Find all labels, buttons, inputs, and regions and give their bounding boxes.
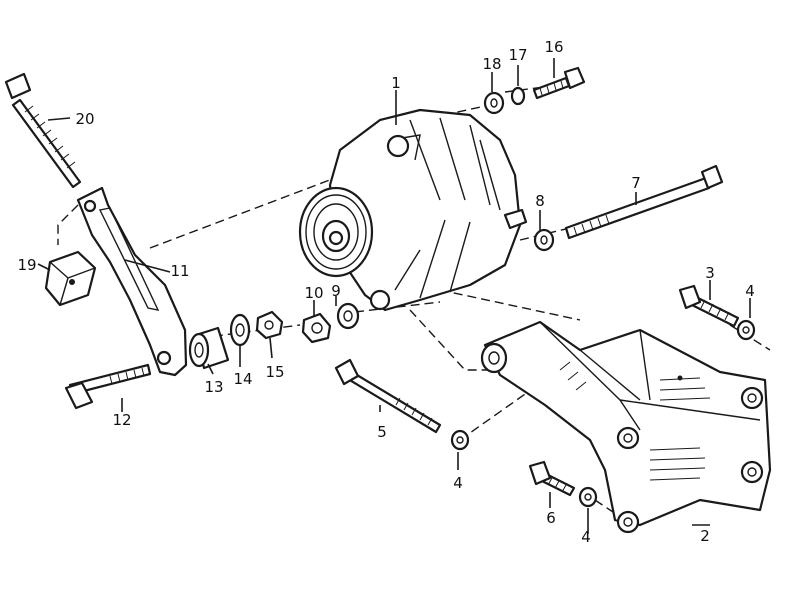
label-13: 13 — [204, 378, 223, 396]
label-17: 17 — [508, 46, 527, 64]
washer-18 — [483, 91, 505, 115]
bolt-3 — [678, 284, 740, 328]
washer-4-middle — [450, 429, 470, 451]
washer-4-top — [736, 319, 756, 341]
bolt-5 — [334, 358, 442, 434]
leader-lines — [37, 58, 751, 534]
label-4-middle: 4 — [453, 474, 463, 492]
label-5: 5 — [377, 423, 387, 441]
lock-washer-17 — [510, 86, 526, 106]
mounting-bracket-2 — [480, 320, 772, 534]
bolt-12 — [64, 363, 152, 410]
bolt-16 — [532, 66, 586, 100]
callout-labels: 1 2 3 4 4 4 5 6 7 8 9 10 11 12 13 14 15 … — [17, 38, 754, 546]
label-18: 18 — [482, 55, 501, 73]
label-9: 9 — [331, 282, 341, 300]
nut-10 — [301, 312, 332, 344]
label-8: 8 — [535, 192, 545, 210]
label-19: 19 — [17, 256, 36, 274]
label-4-top: 4 — [745, 282, 755, 300]
label-11: 11 — [170, 262, 189, 280]
label-7: 7 — [631, 174, 641, 192]
nut-15 — [255, 310, 284, 340]
label-14: 14 — [233, 370, 252, 388]
label-16: 16 — [544, 38, 563, 56]
label-2: 2 — [700, 527, 710, 545]
label-20: 20 — [75, 110, 94, 128]
label-4-bottom: 4 — [581, 528, 591, 546]
lock-washer-14 — [229, 313, 251, 347]
washer-4-bottom — [578, 486, 598, 508]
spacer-13 — [188, 326, 230, 370]
label-3: 3 — [705, 264, 715, 282]
bolt-7 — [564, 164, 724, 240]
label-6: 6 — [546, 509, 556, 527]
label-15: 15 — [265, 363, 284, 381]
adjusting-strap-11 — [76, 186, 188, 377]
label-10: 10 — [304, 284, 323, 302]
square-nut-19 — [44, 250, 97, 307]
alternator-1 — [298, 108, 528, 312]
bolt-6 — [528, 460, 576, 497]
washer-9 — [336, 302, 360, 330]
bolt-20 — [4, 72, 82, 189]
label-12: 12 — [112, 411, 131, 429]
washer-8 — [533, 228, 555, 252]
label-1: 1 — [391, 74, 401, 92]
